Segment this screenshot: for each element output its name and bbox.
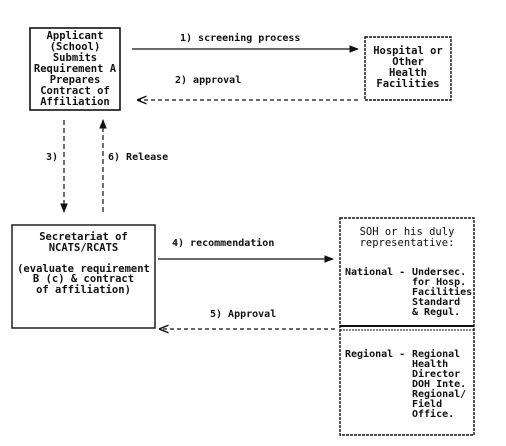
applicant-box: [29, 27, 121, 111]
hospital-box: [364, 36, 452, 101]
recommendation-label: 4) recommendation: [172, 238, 275, 249]
screening-label: 1) screening process: [180, 33, 301, 44]
hospital-text: Hospital or Other Health Facilities: [373, 45, 443, 90]
secretariat-text: Secretariat of NCATS/RCATS (evaluate req…: [17, 231, 150, 296]
release-label: 6) Release: [108, 152, 169, 163]
regional-label: Regional -: [345, 349, 406, 360]
soh-header: SOH or his duly representative:: [359, 226, 455, 249]
national-label: National -: [345, 267, 406, 278]
step3-label: 3): [46, 152, 59, 163]
secretariat-box: [11, 224, 156, 329]
approval-upper-label: 5) Approval: [210, 309, 277, 320]
applicant-text: Applicant (School) Submits Requirement A…: [33, 30, 117, 108]
approval-lower-label: 2) approval: [175, 75, 242, 86]
regional-text: Regional Health Director DOH Inte. Regio…: [412, 349, 467, 420]
national-text: Undersec. for Hosp. Facilities Standard …: [412, 267, 473, 318]
